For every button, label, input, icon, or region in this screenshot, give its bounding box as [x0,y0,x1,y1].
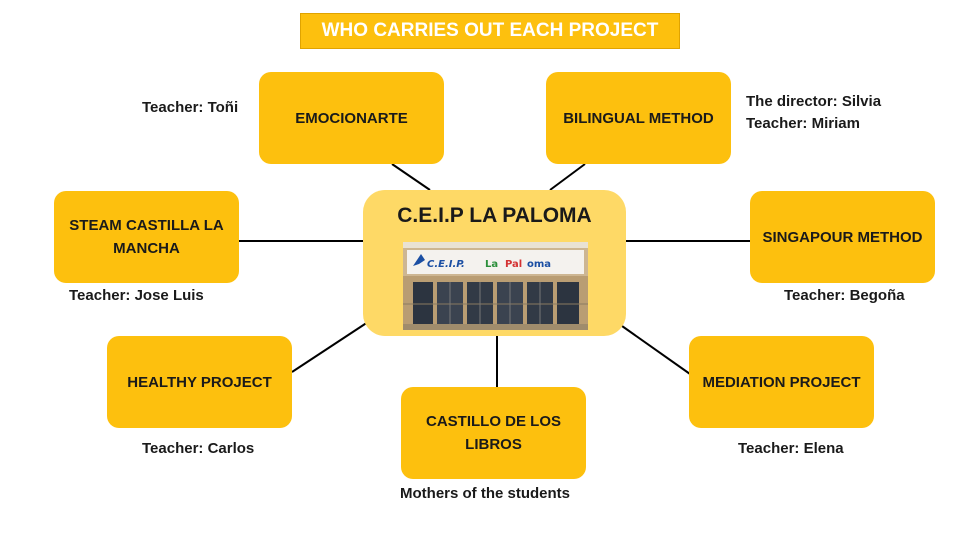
connector-bilingual [549,163,586,191]
node-bilingual: BILINGUAL METHOD [546,72,731,164]
node-healthy: HEALTHY PROJECT [107,336,292,428]
svg-text:Pal: Pal [505,259,522,270]
note-bilingual-line1: The director: Silvia [746,93,882,110]
center-title: C.E.I.P LA PALOMA [397,204,592,227]
node-singapour-label: SINGAPOUR METHOD [762,228,923,246]
svg-text:C.E.I.P.: C.E.I.P. [427,259,465,270]
note-bilingual-line2: Teacher: Miriam [746,115,860,132]
node-singapour: SINGAPOUR METHOD [750,191,935,283]
note-steam: Teacher: Jose Luis [69,287,204,304]
note-castillo: Mothers of the students [400,485,571,502]
connector-mediation [621,325,691,375]
svg-text:oma: oma [527,259,551,270]
node-castillo-label: CASTILLO DE LOS LIBROS [426,413,561,453]
node-mediation-label: MEDIATION PROJECT [702,373,861,391]
school-photo: C.E.I.P. La Pal oma [403,242,588,330]
svg-text:La: La [485,259,498,270]
note-singapour: Teacher: Begoña [784,287,905,304]
node-emocionarte-label: EMOCIONARTE [295,109,408,127]
note-mediation: Teacher: Elena [738,440,844,457]
connector-emocionarte [391,163,431,191]
node-castillo: CASTILLO DE LOS LIBROS [401,387,586,479]
connector-healthy [291,321,369,373]
node-steam-label: STEAM CASTILLA LA MANCHA [69,217,224,257]
node-steam: STEAM CASTILLA LA MANCHA [54,191,239,283]
school-building-image: C.E.I.P. La Pal oma [403,242,588,330]
node-mediation: MEDIATION PROJECT [689,336,874,428]
note-bilingual: The director: Silvia Teacher: Miriam [746,91,881,135]
note-healthy: Teacher: Carlos [142,440,255,457]
note-emocionarte: Teacher: Toñi [142,99,239,116]
node-bilingual-label: BILINGUAL METHOD [563,109,714,127]
center-node: C.E.I.P LA PALOMA C.E.I.P. La Pal oma [363,190,626,336]
node-healthy-label: HEALTHY PROJECT [127,373,272,391]
diagram-title: WHO CARRIES OUT EACH PROJECT [300,13,680,49]
node-emocionarte: EMOCIONARTE [259,72,444,164]
